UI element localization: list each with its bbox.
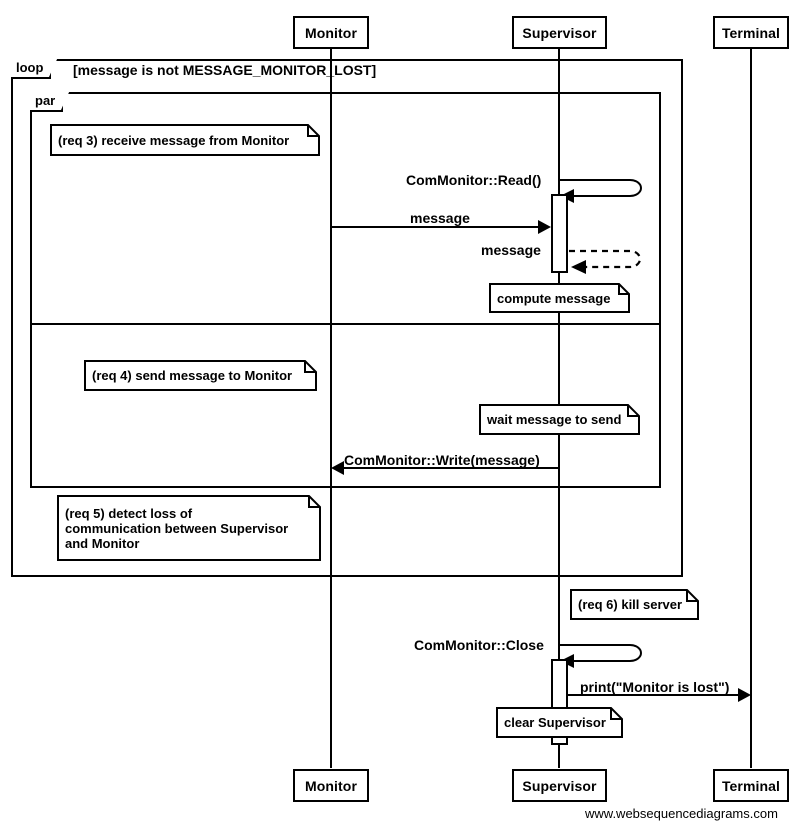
participant-terminal-top[interactable]: Terminal (713, 16, 789, 49)
fragment-loop-operator-label: loop (16, 60, 44, 75)
fragment-par-operator-label: par (35, 93, 56, 108)
note-clear-supervisor-text: clear Supervisor (504, 715, 606, 730)
note-req4: (req 4) send message to Monitor (84, 360, 317, 391)
participant-monitor-bottom[interactable]: Monitor (293, 769, 369, 802)
note-compute-message-text: compute message (497, 290, 611, 306)
fragment-par-divider (30, 323, 661, 325)
participant-label: Supervisor (522, 777, 597, 794)
message-label-message-in: message (410, 210, 470, 226)
fragment-par-operator-tab: par (30, 90, 71, 112)
participant-label: Monitor (304, 24, 358, 41)
self-message-return (568, 249, 654, 275)
note-wait-message-text: wait message to send (487, 412, 622, 427)
note-req5-text: (req 5) detect loss of communication bet… (65, 505, 289, 551)
note-wait-message: wait message to send (479, 404, 640, 435)
footer-credit: www.websequencediagrams.com (585, 806, 778, 821)
message-line-write (344, 467, 559, 469)
lifeline-monitor (330, 49, 332, 768)
message-arrowhead-write (331, 461, 344, 475)
lifeline-terminal (750, 49, 752, 768)
message-label-close: ComMonitor::Close (414, 637, 544, 653)
note-clear-supervisor: clear Supervisor (496, 707, 623, 738)
message-label-message-return: message (481, 242, 541, 258)
fragment-loop (11, 59, 683, 577)
message-line-print (568, 694, 738, 696)
fragment-loop-operator-tab: loop (11, 57, 59, 79)
note-req3: (req 3) receive message from Monitor (50, 124, 320, 156)
message-arrowhead-print (738, 688, 751, 702)
message-line-message-in (331, 226, 538, 228)
message-label-write: ComMonitor::Write(message) (344, 452, 540, 468)
note-req6-text: (req 6) kill server (578, 597, 683, 612)
self-message-close (558, 643, 654, 669)
participant-supervisor-top[interactable]: Supervisor (512, 16, 607, 49)
message-arrowhead-message-in (538, 220, 551, 234)
participant-monitor-top[interactable]: Monitor (293, 16, 369, 49)
participant-terminal-bottom[interactable]: Terminal (713, 769, 789, 802)
fragment-par (30, 92, 661, 488)
note-compute-message: compute message (489, 283, 630, 313)
note-req3-text: (req 3) receive message from Monitor (58, 132, 290, 148)
fragment-loop-condition: [message is not MESSAGE_MONITOR_LOST] (73, 62, 377, 78)
note-req5: (req 5) detect loss of communication bet… (57, 495, 321, 561)
activation-supervisor-read (551, 194, 568, 273)
participant-label: Monitor (304, 777, 358, 794)
message-label-print: print("Monitor is lost") (580, 679, 730, 695)
note-req6: (req 6) kill server (570, 589, 699, 620)
participant-label: Terminal (721, 777, 781, 794)
self-message-read (558, 178, 654, 204)
participant-label: Terminal (721, 24, 781, 41)
participant-label: Supervisor (522, 24, 597, 41)
message-label-read: ComMonitor::Read() (406, 172, 542, 188)
participant-supervisor-bottom[interactable]: Supervisor (512, 769, 607, 802)
note-req4-text: (req 4) send message to Monitor (92, 368, 293, 383)
